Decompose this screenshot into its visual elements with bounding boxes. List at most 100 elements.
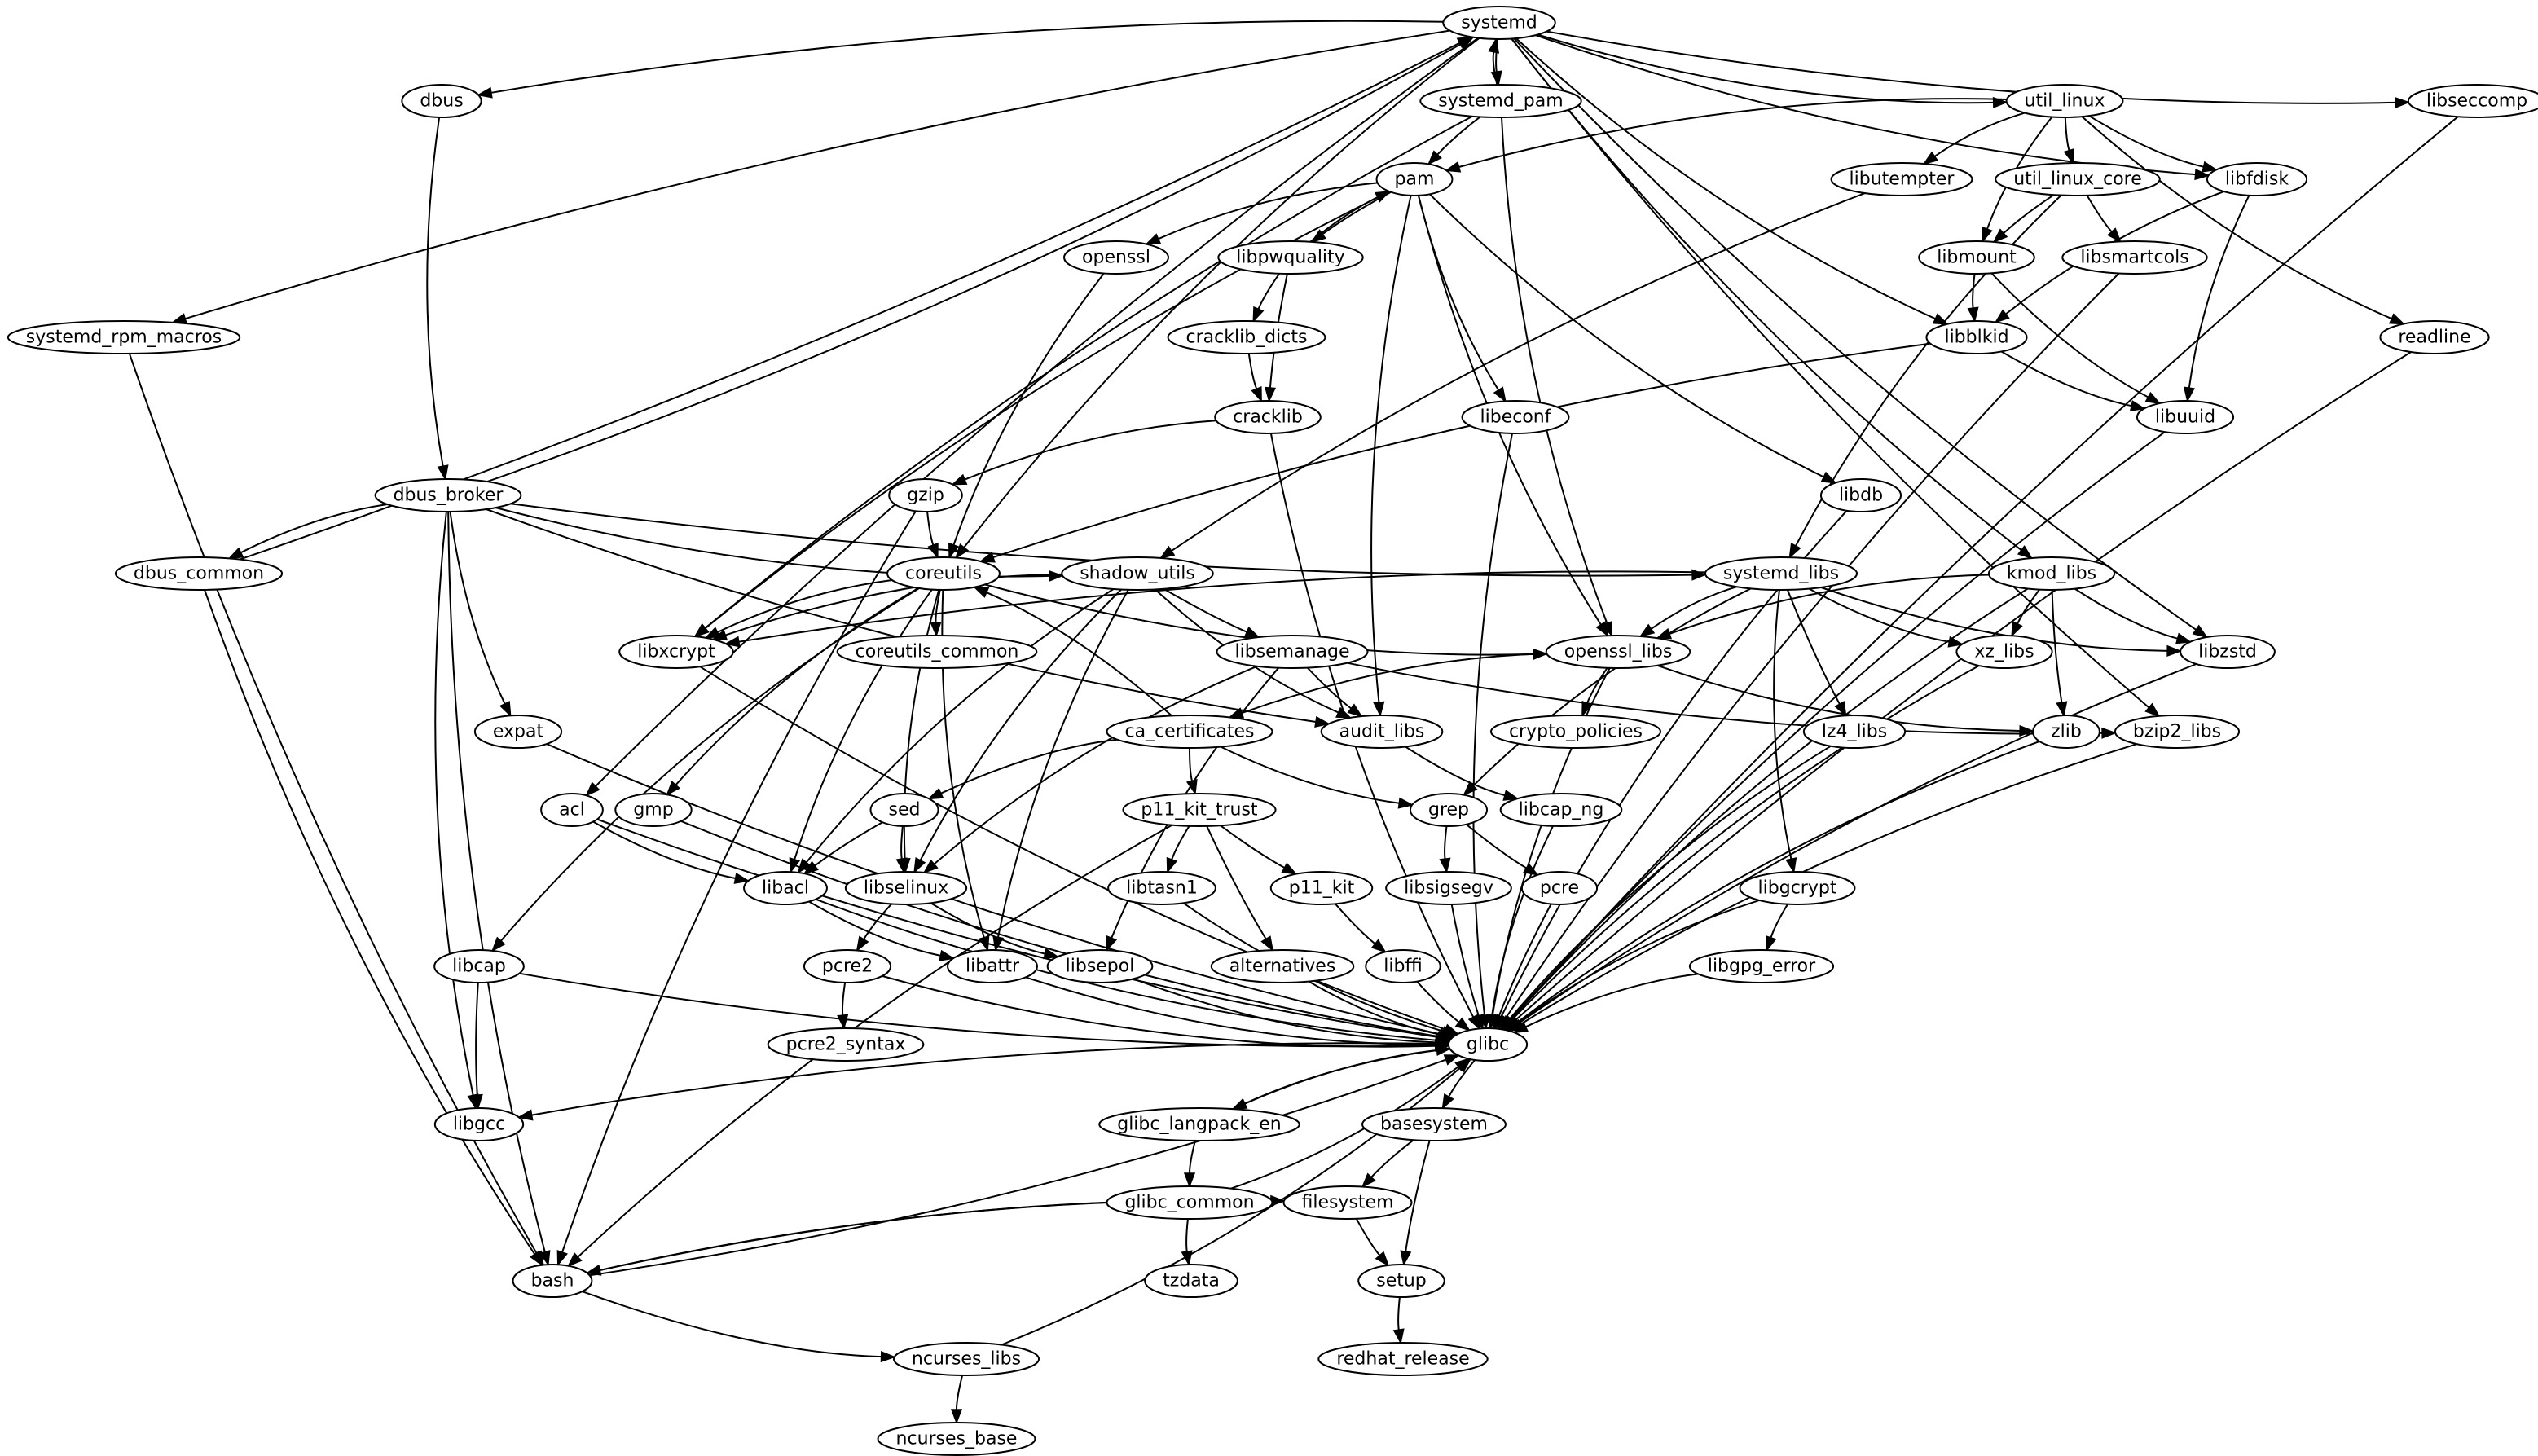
node-cracklib_dicts[interactable]: cracklib_dicts <box>1167 320 1326 354</box>
edge-line <box>519 972 1436 1048</box>
node-openssl_libs[interactable]: openssl_libs <box>1545 635 1691 669</box>
node-grep[interactable]: grep <box>1409 793 1489 827</box>
node-libeconf[interactable]: libeconf <box>1461 400 1570 434</box>
node-bzip2_libs[interactable]: bzip2_libs <box>2114 715 2241 749</box>
node-libsmartcols[interactable]: libsmartcols <box>2061 240 2208 275</box>
node-glibc[interactable]: glibc <box>1447 1027 1529 1062</box>
node-p11_kit_trust[interactable]: p11_kit_trust <box>1122 793 1277 827</box>
node-dbus_common[interactable]: dbus_common <box>114 556 284 591</box>
node-libgcrypt[interactable]: libgcrypt <box>1739 871 1856 905</box>
node-libxcrypt[interactable]: libxcrypt <box>618 635 734 669</box>
node-libutempter[interactable]: libutempter <box>1830 162 1973 196</box>
node-expat[interactable]: expat <box>473 715 563 749</box>
arrowhead-icon <box>973 586 990 598</box>
node-label: libmount <box>1937 248 2017 268</box>
node-util_linux_core[interactable]: util_linux_core <box>1995 162 2161 196</box>
node-label: libselinux <box>864 878 948 899</box>
edge-grep-to-pcre <box>1466 824 1539 876</box>
node-libtasn1[interactable]: libtasn1 <box>1107 871 1216 905</box>
node-libpwquality[interactable]: libpwquality <box>1217 240 1364 275</box>
node-systemd_pam[interactable]: systemd_pam <box>1419 84 1582 118</box>
node-gzip[interactable]: gzip <box>888 478 963 512</box>
node-util_linux[interactable]: util_linux <box>2005 84 2124 118</box>
node-libffi[interactable]: libffi <box>1365 949 1441 983</box>
node-dbus[interactable]: dbus <box>401 84 482 118</box>
node-redhat_release[interactable]: redhat_release <box>1317 1342 1489 1376</box>
edge-line <box>595 37 1479 787</box>
node-acl[interactable]: acl <box>540 793 604 827</box>
node-shape <box>1365 949 1441 983</box>
node-libcap_ng[interactable]: libcap_ng <box>1499 793 1623 827</box>
node-libselinux[interactable]: libselinux <box>844 871 968 905</box>
node-ncurses_base[interactable]: ncurses_base <box>877 1422 1036 1456</box>
node-libgcc[interactable]: libgcc <box>433 1107 525 1141</box>
edge-line <box>592 820 736 879</box>
node-pcre[interactable]: pcre <box>1520 871 1599 905</box>
node-tzdata[interactable]: tzdata <box>1144 1264 1238 1298</box>
node-libsemanage[interactable]: libsemanage <box>1216 635 1369 669</box>
node-ncurses_libs[interactable]: ncurses_libs <box>892 1342 1040 1376</box>
node-libblkid[interactable]: libblkid <box>1925 320 2028 354</box>
arrowhead-icon <box>913 857 926 874</box>
node-openssl[interactable]: openssl <box>1063 240 1169 275</box>
node-libcap[interactable]: libcap <box>433 949 525 983</box>
node-glibc_common[interactable]: glibc_common <box>1106 1185 1273 1220</box>
node-p11_kit[interactable]: p11_kit <box>1269 871 1374 905</box>
node-cracklib[interactable]: cracklib <box>1214 400 1322 434</box>
edge-systemd_pam-to-systemd <box>1488 37 1500 86</box>
node-pcre2[interactable]: pcre2 <box>803 949 892 983</box>
node-pam[interactable]: pam <box>1375 162 1454 196</box>
node-basesystem[interactable]: basesystem <box>1361 1107 1507 1141</box>
node-ca_certificates[interactable]: ca_certificates <box>1106 715 1273 749</box>
node-libdb[interactable]: libdb <box>1819 478 1902 512</box>
node-label: audit_libs <box>1339 722 1425 742</box>
node-systemd_rpm_macros[interactable]: systemd_rpm_macros <box>7 320 241 354</box>
node-shadow_utils[interactable]: shadow_utils <box>1061 556 1214 591</box>
node-systemd[interactable]: systemd <box>1442 6 1556 40</box>
edge-line <box>1189 1140 1196 1174</box>
node-libuuid[interactable]: libuuid <box>2136 400 2235 434</box>
node-libsigsegv[interactable]: libsigsegv <box>1385 871 1512 905</box>
node-libgpg_error[interactable]: libgpg_error <box>1688 949 1835 983</box>
arrowhead-icon <box>1834 701 1847 718</box>
edge-line <box>2003 194 2055 234</box>
edge-ncurses_libs-to-ncurses_base <box>950 1375 964 1425</box>
node-coreutils_common[interactable]: coreutils_common <box>836 635 1038 669</box>
node-gmp[interactable]: gmp <box>614 793 693 827</box>
node-shape <box>114 556 284 591</box>
node-zlib[interactable]: zlib <box>2032 715 2100 749</box>
edge-line <box>699 666 1446 1031</box>
node-setup[interactable]: setup <box>1357 1264 1445 1298</box>
node-coreutils[interactable]: coreutils <box>886 556 1001 591</box>
node-libseccomp[interactable]: libseccomp <box>2407 84 2538 118</box>
node-label: libdb <box>1839 486 1883 506</box>
node-glibc_langpack_en[interactable]: glibc_langpack_en <box>1098 1107 1300 1141</box>
node-libzstd[interactable]: libzstd <box>2180 635 2276 669</box>
node-filesystem[interactable]: filesystem <box>1282 1185 1413 1220</box>
node-kmod_libs[interactable]: kmod_libs <box>1987 556 2116 591</box>
node-libacl[interactable]: libacl <box>743 871 828 905</box>
node-libmount[interactable]: libmount <box>1918 240 2035 275</box>
node-systemd_libs[interactable]: systemd_libs <box>1704 556 1858 591</box>
node-pcre2_syntax[interactable]: pcre2_syntax <box>767 1027 925 1062</box>
node-alternatives[interactable]: alternatives <box>1210 949 1355 983</box>
node-libsepol[interactable]: libsepol <box>1046 949 1154 983</box>
arrowhead-icon <box>1456 1058 1472 1073</box>
node-sed[interactable]: sed <box>869 793 939 827</box>
arrowhead-icon <box>1441 1093 1454 1110</box>
node-libfdisk[interactable]: libfdisk <box>2206 162 2308 196</box>
node-xz_libs[interactable]: xz_libs <box>1955 635 2053 669</box>
node-libattr[interactable]: libattr <box>947 949 1038 983</box>
node-crypto_policies[interactable]: crypto_policies <box>1489 715 1662 749</box>
arrowhead-icon <box>1185 779 1198 796</box>
edge-kmod_libs-to-zlib <box>2051 589 2068 718</box>
arrowhead-icon <box>1260 935 1274 952</box>
node-shape <box>869 793 939 827</box>
arrowhead-icon <box>1400 1250 1412 1267</box>
node-readline[interactable]: readline <box>2379 320 2490 354</box>
node-audit_libs[interactable]: audit_libs <box>1320 715 1444 749</box>
node-dbus_broker[interactable]: dbus_broker <box>374 478 522 512</box>
edge-line <box>1466 824 1527 869</box>
node-lz4_libs[interactable]: lz4_libs <box>1802 715 1907 749</box>
node-bash[interactable]: bash <box>512 1264 593 1298</box>
